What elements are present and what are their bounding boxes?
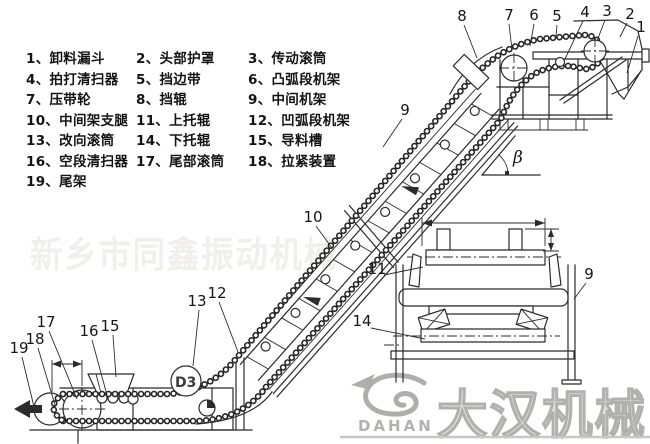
part-item: 12、凹弧段机架 bbox=[248, 112, 351, 129]
part-item: 14、下托辊 bbox=[136, 133, 211, 149]
drive-pulley-centerlines bbox=[581, 37, 609, 65]
belt-clip-mark bbox=[303, 296, 321, 306]
bottom-beam bbox=[390, 350, 575, 360]
callout-13: 13 bbox=[187, 292, 206, 310]
support-plate bbox=[428, 305, 534, 315]
callout-15: 15 bbox=[100, 317, 119, 335]
press-wheel-centerlines bbox=[499, 53, 529, 83]
pulleys: D3 bbox=[170, 37, 609, 417]
part-item: 4、拍打清扫器 bbox=[26, 71, 119, 88]
callout-1: 1 bbox=[636, 18, 646, 36]
part-item: 16、空段清扫器 bbox=[26, 153, 129, 170]
frame-foot bbox=[561, 379, 582, 385]
part-item: 6、凸弧段机架 bbox=[248, 71, 341, 88]
upper-idler-rollers bbox=[260, 105, 480, 352]
callout-14: 14 bbox=[352, 312, 371, 330]
feed-chute-fold bbox=[95, 373, 102, 394]
dahan-logo-watermark: DAHAN 大汉机械 bbox=[340, 372, 650, 444]
belt-clip-mark bbox=[401, 186, 420, 196]
flap-cleaner-disc bbox=[554, 56, 566, 68]
logo-brand-en: DAHAN bbox=[358, 417, 434, 435]
bend-pulley-mark: D3 bbox=[175, 375, 196, 391]
snub-pulley-shading bbox=[207, 400, 215, 408]
lower-belt bbox=[420, 328, 546, 343]
logo-brand-cn: 大汉机械 bbox=[437, 386, 647, 444]
callout-3: 3 bbox=[602, 2, 612, 20]
cross-section-view bbox=[384, 218, 582, 385]
callout-leaders bbox=[21, 19, 639, 412]
part-item: 3、传动滚筒 bbox=[248, 51, 327, 67]
head-frame-beams bbox=[491, 86, 613, 120]
part-item: 17、尾部滚筒 bbox=[136, 153, 225, 170]
callout-2: 2 bbox=[625, 5, 635, 23]
part-item: 2、头部护罩 bbox=[136, 51, 215, 67]
part-item: 1、卸料漏斗 bbox=[26, 51, 105, 67]
callout-11: 11 bbox=[367, 260, 386, 278]
belt-chains bbox=[50, 31, 606, 425]
sidewall-cleat bbox=[436, 228, 451, 251]
part-item: 13、改向滚筒 bbox=[26, 133, 115, 149]
part-item: 8、挡辊 bbox=[136, 92, 188, 108]
part-item: 15、导料槽 bbox=[248, 133, 323, 149]
callout-4: 4 bbox=[580, 3, 590, 21]
tail-dimension-arrows bbox=[52, 360, 82, 368]
head-frame-posts bbox=[499, 58, 629, 119]
sidewall-cleat bbox=[508, 228, 523, 251]
callout-17: 17 bbox=[36, 313, 55, 331]
part-item: 10、中间架支腿 bbox=[26, 112, 129, 129]
callout-7: 7 bbox=[504, 6, 514, 24]
incline-angle-symbol: β bbox=[481, 135, 541, 176]
callout-10: 10 bbox=[303, 208, 322, 226]
callout-5: 5 bbox=[552, 7, 562, 25]
callout-8: 8 bbox=[457, 7, 467, 25]
svg-text:新乡市同鑫振动机械: 新乡市同鑫振动机械 bbox=[30, 235, 338, 276]
callout-12: 12 bbox=[207, 284, 226, 302]
incline-frame bbox=[234, 88, 519, 398]
side-bracket-right bbox=[548, 253, 562, 288]
part-item: 5、挡边带 bbox=[136, 71, 201, 88]
part-item: 7、压带轮 bbox=[26, 92, 91, 108]
parts-list: 1、卸料漏斗 2、头部护罩 3、传动滚筒 4、拍打清扫器 5、挡边带 6、凸弧段… bbox=[26, 47, 360, 191]
height-dimension bbox=[525, 228, 559, 252]
belt-cross-section bbox=[425, 249, 546, 266]
tensioner-screw-arrow-icon bbox=[14, 400, 42, 418]
intermediate-support-leg bbox=[343, 204, 399, 269]
discharge-hopper bbox=[598, 58, 642, 100]
feed-chute bbox=[87, 373, 135, 394]
head-frame-bar-cap bbox=[641, 48, 650, 63]
width-dimension bbox=[421, 218, 546, 246]
hold-down-roller bbox=[452, 53, 490, 91]
callout-16: 16 bbox=[79, 322, 98, 340]
idler-support-slab bbox=[398, 288, 569, 307]
watermark-company-text: 新乡市同鑫振动机械 bbox=[30, 235, 338, 276]
callout-9-incline: 9 bbox=[400, 101, 410, 119]
callout-18: 18 bbox=[25, 330, 44, 348]
side-bracket-left bbox=[408, 253, 422, 288]
logo-leaf-icon bbox=[351, 374, 375, 389]
callout-numbers: 8 7 6 5 4 3 2 1 9 10 13 12 11 14 9 19 18… bbox=[9, 2, 645, 357]
part-item: 19、尾架 bbox=[26, 174, 87, 190]
callout-6: 6 bbox=[529, 6, 539, 24]
tail-baseline bbox=[29, 429, 253, 444]
callout-19: 19 bbox=[9, 339, 28, 357]
part-item: 18、拉紧装置 bbox=[248, 153, 337, 170]
part-item: 9、中间机架 bbox=[248, 92, 327, 108]
callout-9-section: 9 bbox=[584, 265, 594, 283]
beta-label: β bbox=[512, 148, 523, 168]
tail-assembly bbox=[14, 357, 273, 444]
logo-swirl-icon bbox=[363, 372, 427, 417]
frame-legs bbox=[395, 264, 576, 383]
bend-pulley bbox=[170, 365, 202, 397]
part-item: 11、上托辊 bbox=[136, 112, 211, 129]
head-frame-brace bbox=[559, 56, 627, 104]
